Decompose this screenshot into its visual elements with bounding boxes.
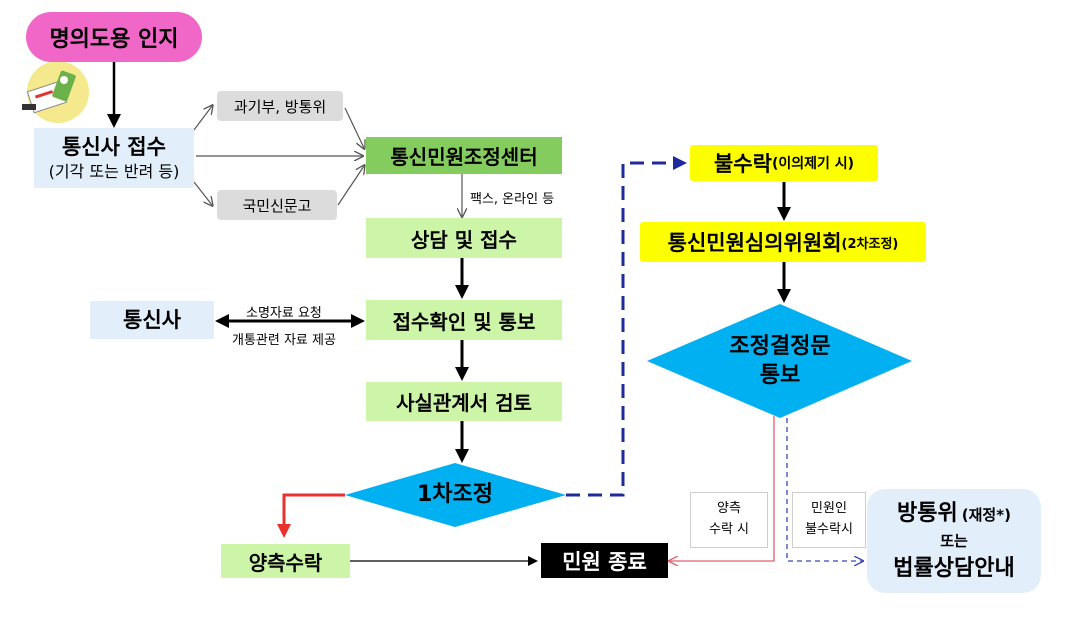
committee-sublabel: (2차조정) — [841, 236, 899, 252]
telecom-label: 통신사 — [123, 307, 181, 332]
center-label: 통신민원조정센터 — [390, 145, 538, 169]
not-accepted-label: 불수락 — [713, 152, 772, 176]
committee-label: 통신민원심의위원회 — [667, 231, 842, 255]
ministry-label: 과기부, 방통위 — [233, 97, 327, 116]
decision-label-line1: 조정결정문 — [729, 334, 831, 360]
arrow-petition-to-center — [337, 166, 364, 206]
consult-receipt-label: 상담 및 접수 — [411, 227, 517, 252]
fax-online-note: 팩스, 온라인 등 — [470, 192, 555, 207]
decision-label-line2: 통보 — [759, 363, 801, 388]
first-mediation-diamond — [345, 463, 566, 527]
telecom-receipt-sublabel: (기각 또는 반려 등) — [48, 162, 180, 182]
both-accept-node: 양측수락 — [221, 544, 350, 578]
arrow-ministry-to-center — [344, 107, 364, 148]
decision-diamond — [647, 304, 912, 418]
complainant-reject-condition-line1: 민원인 — [811, 501, 847, 517]
kcc-sublabel: (재정*) — [961, 505, 1011, 524]
not-accepted-node: 불수락 (이의제기 시) — [690, 145, 878, 181]
arrow-mediation-to-accept — [277, 493, 345, 538]
complaint-end-node: 민원 종료 — [541, 543, 668, 578]
provide-materials-note: 개통관련 자료 제공 — [232, 333, 336, 348]
or-label: 또는 — [940, 531, 968, 550]
legal-advice-label: 법률상담안내 — [893, 556, 1015, 582]
complaint-end-label: 민원 종료 — [562, 549, 647, 574]
first-mediation-label: 1차조정 — [416, 481, 494, 507]
telecom-receipt-node: 통신사 접수 (기각 또는 반려 등) — [34, 128, 194, 188]
ministry-node: 과기부, 방통위 — [217, 91, 343, 121]
complainant-reject-condition-line2: 불수락시 — [805, 522, 853, 537]
first-mediation-label-wrap: 1차조정 — [400, 478, 510, 512]
consult-receipt-node: 상담 및 접수 — [366, 218, 562, 258]
awareness-node: 명의도용 인지 — [26, 12, 202, 62]
arrow-decision-to-end — [670, 416, 775, 561]
telecom-node: 통신사 — [90, 301, 214, 339]
both-accept-condition-box: 양측 수락 시 — [690, 492, 768, 548]
confirm-notify-node: 접수확인 및 통보 — [366, 300, 562, 340]
complainant-reject-condition-box: 민원인 불수락시 — [792, 492, 866, 548]
both-accept-condition-line2: 수락 시 — [708, 522, 749, 537]
telecom-receipt-label: 통신사 접수 — [62, 135, 166, 160]
arrow-receipt-to-petition — [193, 181, 212, 205]
fact-review-node: 사실관계서 검토 — [366, 382, 562, 421]
kcc-label: 방통위 — [897, 500, 958, 526]
national-petition-node: 국민신문고 — [217, 190, 337, 220]
document-icon — [22, 61, 89, 123]
national-petition-label: 국민신문고 — [242, 196, 312, 215]
confirm-notify-label: 접수확인 및 통보 — [392, 309, 536, 334]
kcc-legal-node: 방통위 (재정*) 또는 법률상담안내 — [867, 489, 1041, 593]
decision-label-wrap: 조정결정문 통보 — [710, 333, 850, 391]
both-accept-condition-line1: 양측 — [717, 501, 741, 517]
center-node: 통신민원조정센터 — [366, 137, 562, 174]
not-accepted-sublabel: (이의제기 시) — [771, 156, 855, 172]
arrow-decision-to-kcc — [786, 418, 862, 561]
arrow-receipt-to-ministry — [193, 106, 212, 131]
request-materials-note: 소명자료 요청 — [246, 306, 322, 321]
both-accept-label: 양측수락 — [248, 550, 323, 575]
awareness-label: 명의도용 인지 — [49, 27, 179, 52]
arrow-mediation-to-reject — [566, 156, 687, 497]
committee-node: 통신민원심의위원회 (2차조정) — [640, 222, 926, 262]
fact-review-label: 사실관계서 검토 — [396, 391, 532, 415]
